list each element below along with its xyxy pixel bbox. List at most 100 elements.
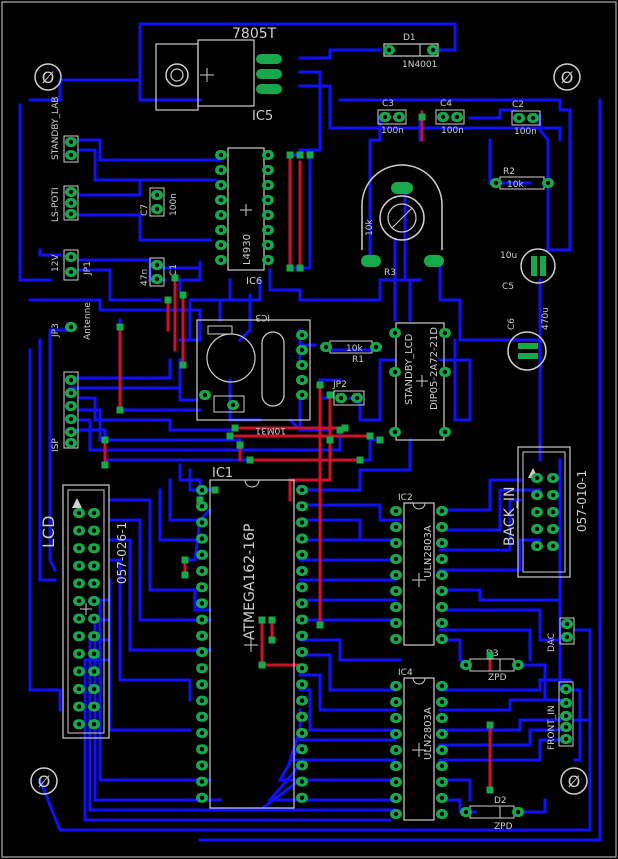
- via: [181, 571, 189, 579]
- ic1-pin-pad: [296, 695, 308, 706]
- d2-diode: [460, 805, 524, 819]
- ic1-pin-pad: [296, 744, 308, 755]
- back-in-pad: [547, 524, 559, 534]
- ic1-pin-pad: [296, 630, 308, 641]
- r1-value-label: 10k: [346, 344, 363, 354]
- back-in-pad: [531, 507, 543, 517]
- c1-name-label: C1: [169, 264, 179, 276]
- via: [326, 436, 334, 444]
- lcd-pad: [73, 719, 85, 730]
- mount-symbol-bl: Ø: [38, 772, 51, 791]
- ic4-pin-pad: [436, 697, 448, 707]
- ic4-pin-pad: [390, 745, 402, 755]
- ic1-pin-pad: [196, 792, 208, 803]
- mount-hole-top-left: [34, 63, 62, 91]
- ic2-pin-pad: [436, 618, 448, 628]
- ic1-pin-pad: [296, 517, 308, 528]
- lcd-pad: [88, 560, 100, 571]
- back-in-pad: [547, 541, 559, 551]
- ic2-value-label: ULN2803A: [423, 525, 434, 578]
- jp2-jumper: [333, 390, 365, 406]
- isp-connector: [63, 371, 79, 449]
- standby-lcd-label: STANDBY_LCD: [404, 333, 415, 405]
- ic5-name-label: IC5: [252, 109, 273, 124]
- c3-name-label: C3: [382, 99, 394, 109]
- lcd-pad: [73, 525, 85, 536]
- ic2-pin-pad: [436, 570, 448, 580]
- ic1-pin-pad: [196, 695, 208, 706]
- lcd-pad: [88, 719, 100, 730]
- d1-value-label: 1N4001: [402, 60, 437, 70]
- ic1-pin-pad: [196, 663, 208, 674]
- c1-value-label: 47n: [140, 269, 150, 286]
- ic1-pin-pad: [296, 679, 308, 690]
- via: [116, 406, 124, 414]
- ic1-pin-pad: [296, 501, 308, 512]
- lcd-pad: [88, 684, 100, 694]
- mount-symbol-br: Ø: [568, 772, 581, 791]
- lcd-pad: [73, 596, 85, 606]
- ic4-pin-pad: [436, 729, 448, 739]
- standby-lab-label: STANDBY_LAB: [51, 96, 61, 160]
- ic1-pin-pad: [196, 582, 208, 593]
- ls-poti-label: LS-POTI: [51, 187, 61, 222]
- ic1-pin-pad: [196, 614, 208, 625]
- ic1-microcontroller: [196, 479, 308, 809]
- d3-diode: [460, 658, 524, 672]
- ic1-name-label: IC1: [212, 466, 233, 481]
- lcd-pad: [88, 701, 100, 712]
- lcd-pad: [73, 543, 85, 554]
- via: [296, 151, 304, 159]
- mount-hole-bottom-right: [560, 767, 588, 795]
- mount-hole-top-right: [553, 63, 581, 91]
- ic4-pin-pad: [390, 761, 402, 771]
- c3-value-label: 100n: [381, 126, 404, 136]
- mounting-holes: [30, 63, 588, 795]
- via: [258, 616, 266, 624]
- via: [116, 323, 124, 331]
- ic1-pin-pad: [196, 711, 208, 722]
- lcd-pad: [73, 508, 85, 518]
- ic5-value-label: 7805T: [232, 26, 277, 42]
- ic2-pin-pad: [390, 602, 402, 612]
- ic1-pin-pad: [296, 549, 308, 560]
- ic2-pin-pad: [390, 570, 402, 580]
- ic4-driver: [390, 677, 448, 821]
- ic6-chip: [215, 147, 274, 271]
- c2-name-label: C2: [512, 100, 524, 110]
- ic4-pin-pad: [436, 713, 448, 723]
- c4-value-label: 100n: [441, 126, 464, 136]
- ic3-name-label: IC3: [255, 312, 270, 322]
- via: [236, 441, 244, 449]
- lcd-connector: [62, 484, 110, 739]
- jp2-label: JP2: [332, 380, 347, 390]
- ic4-pin-pad: [436, 809, 448, 819]
- ic2-pin-pad: [436, 506, 448, 516]
- ic2-pin-pad: [390, 634, 402, 644]
- ic1-pin-pad: [196, 776, 208, 787]
- c5-name-label: C5: [502, 282, 514, 292]
- c3-capacitor: [377, 109, 407, 125]
- ic1-pin-pad: [296, 792, 308, 803]
- via: [326, 391, 334, 399]
- ic2-name-label: IC2: [398, 493, 413, 503]
- via: [486, 786, 494, 794]
- r3-value-label: 10k: [365, 219, 375, 236]
- via: [286, 151, 294, 159]
- back-in-pad: [547, 490, 559, 500]
- ic2-pin-pad: [390, 522, 402, 532]
- jp1-label: JP1: [83, 261, 93, 276]
- ic1-pin-pad: [296, 760, 308, 771]
- r3-trimmer: [361, 164, 444, 267]
- ic5-regulator: [155, 39, 282, 111]
- ic1-pin-pad: [296, 711, 308, 722]
- via: [101, 461, 109, 469]
- back-in-pad: [531, 473, 543, 483]
- ic4-pin-pad: [390, 777, 402, 787]
- lcd-pad: [88, 666, 100, 677]
- ic1-pin-pad: [196, 517, 208, 528]
- isp-label: ISP: [51, 438, 61, 452]
- ic4-pin-pad: [390, 793, 402, 803]
- front-in-label: FRONT_IN: [547, 705, 557, 750]
- standby-lab-connector: [63, 135, 79, 163]
